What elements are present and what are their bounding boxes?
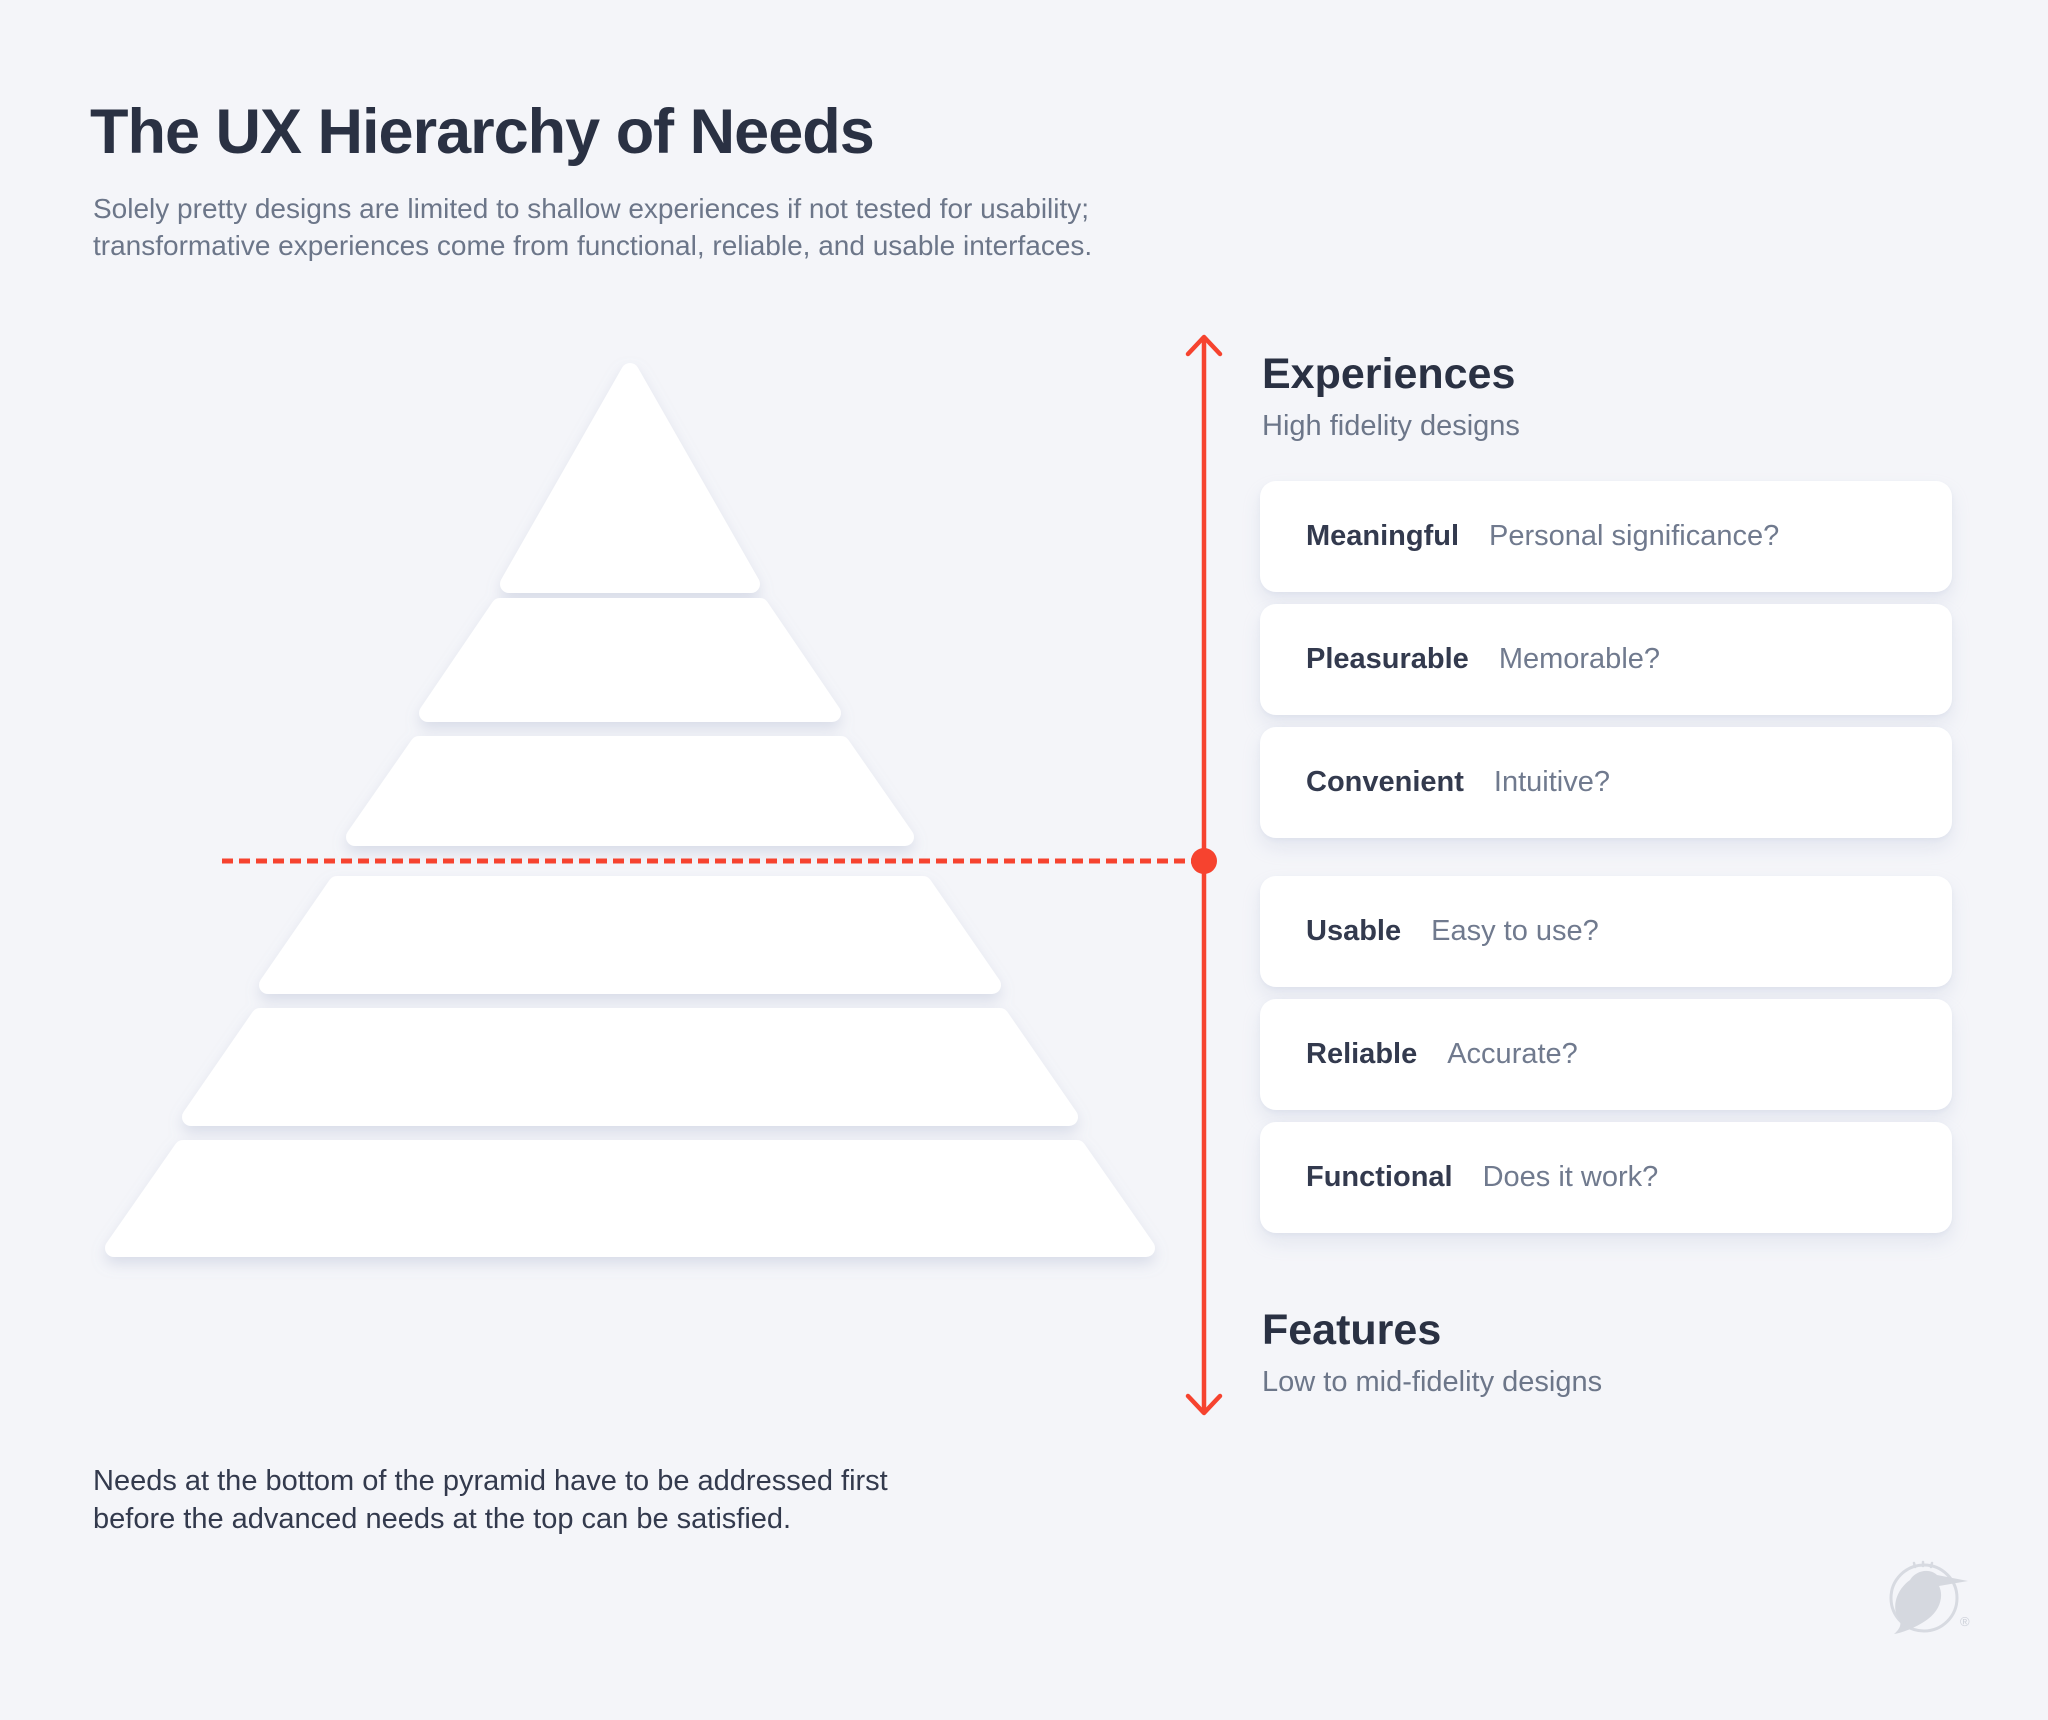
page-subtitle-line1: Solely pretty designs are limited to sha…: [93, 193, 1090, 224]
axis-arrow-up-icon: [1185, 334, 1223, 357]
pyramid-layer-4: [259, 876, 1001, 994]
kingfisher-logo: ®: [1889, 1560, 1970, 1634]
card-pleasurable: Pleasurable Memorable?: [1260, 604, 1952, 715]
kingfisher-bird-icon: [1894, 1570, 1968, 1634]
card-question: Accurate?: [1447, 1038, 1578, 1070]
card-question: Does it work?: [1482, 1161, 1659, 1193]
footnote-line2: before the advanced needs at the top can…: [93, 1503, 792, 1535]
logo-trademark: ®: [1960, 1614, 1970, 1629]
card-question: Personal significance?: [1489, 520, 1780, 552]
experiences-subheading: High fidelity designs: [1262, 410, 1520, 442]
experiences-heading: Experiences: [1262, 350, 1516, 398]
card-label: Functional: [1306, 1161, 1453, 1193]
page-subtitle-line2: transformative experiences come from fun…: [93, 230, 1093, 261]
page-subtitle: Solely pretty designs are limited to sha…: [93, 190, 1092, 264]
needs-card-list: Meaningful Personal significance? Pleasu…: [1260, 481, 1952, 1233]
card-question: Intuitive?: [1493, 766, 1610, 798]
card-label: Reliable: [1306, 1038, 1418, 1070]
features-subheading: Low to mid-fidelity designs: [1262, 1366, 1603, 1398]
card-label: Meaningful: [1306, 520, 1460, 552]
pyramid-layer-3: [346, 736, 914, 846]
pyramid-layer-1: [500, 363, 760, 593]
pyramid-layer-2: [419, 598, 841, 722]
pyramid-layer-6: [105, 1140, 1155, 1257]
card-usable: Usable Easy to use?: [1260, 876, 1952, 987]
card-label: Convenient: [1306, 766, 1464, 798]
footnote-line1: Needs at the bottom of the pyramid have …: [93, 1465, 888, 1497]
footnote: Needs at the bottom of the pyramid have …: [93, 1462, 888, 1538]
axis-divider-dot: [1191, 848, 1217, 874]
features-heading: Features: [1262, 1306, 1442, 1354]
card-label: Pleasurable: [1306, 643, 1469, 675]
card-question: Memorable?: [1498, 643, 1661, 675]
card-functional: Functional Does it work?: [1260, 1122, 1952, 1233]
pyramid-layer-5: [182, 1008, 1078, 1126]
card-meaningful: Meaningful Personal significance?: [1260, 481, 1952, 592]
page-title: The UX Hierarchy of Needs: [90, 97, 875, 167]
card-reliable: Reliable Accurate?: [1260, 999, 1952, 1110]
card-label: Usable: [1306, 915, 1402, 947]
axis-arrow-down-icon: [1185, 1393, 1223, 1416]
card-convenient: Convenient Intuitive?: [1260, 727, 1952, 838]
card-question: Easy to use?: [1431, 915, 1599, 947]
